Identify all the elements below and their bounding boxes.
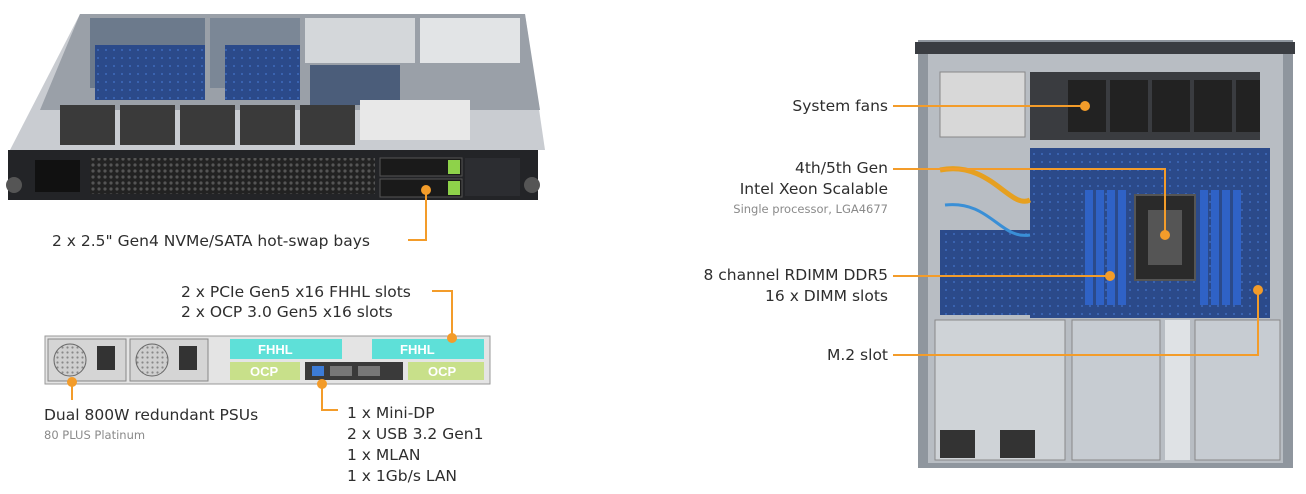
callout-mem-2: 16 x DIMM slots — [765, 287, 888, 305]
ocp-slot-label-2: OCP — [428, 364, 457, 379]
callout-psu: Dual 800W redundant PSUs — [44, 406, 259, 424]
callout-bays: 2 x 2.5" Gen4 NVMe/SATA hot-swap bays — [52, 232, 370, 250]
callout-io-2: 2 x USB 3.2 Gen1 — [347, 425, 484, 443]
fhhl-slot-label-2: FHHL — [400, 342, 435, 357]
callout-io-1: 1 x Mini-DP — [347, 404, 435, 422]
callout-dots — [67, 101, 1263, 389]
fhhl-slot-label-1: FHHL — [258, 342, 293, 357]
callout-pcie: 2 x PCIe Gen5 x16 FHHL slots — [181, 283, 411, 301]
callout-cpu-2: Intel Xeon Scalable — [739, 180, 888, 198]
callout-psu-sub: 80 PLUS Platinum — [44, 428, 146, 442]
ocp-slot-label-1: OCP — [250, 364, 279, 379]
callout-fans: System fans — [792, 97, 888, 115]
callout-io-3: 1 x MLAN — [347, 446, 421, 464]
callout-m2: M.2 slot — [826, 346, 888, 364]
callout-io-4: 1 x 1Gb/s LAN — [347, 467, 458, 485]
front-view-server — [6, 14, 545, 200]
callout-ocp: 2 x OCP 3.0 Gen5 x16 slots — [181, 303, 393, 321]
rear-view-server — [44, 335, 491, 385]
callout-mem: 8 channel RDIMM DDR5 — [703, 266, 888, 284]
callout-cpu-sub: Single processor, LGA4677 — [733, 202, 888, 216]
top-view-server — [915, 40, 1295, 468]
callout-cpu: 4th/5th Gen — [794, 159, 888, 177]
